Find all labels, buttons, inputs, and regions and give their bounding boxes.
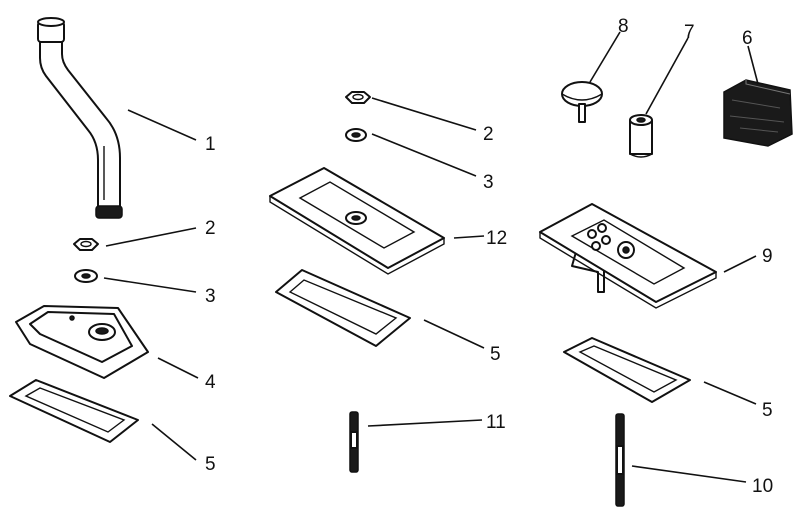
leader-lines xyxy=(103,31,759,483)
part-5-gasket-left xyxy=(9,379,139,443)
part-5-gasket-right xyxy=(563,337,691,403)
callout-2-middle: 2 xyxy=(483,124,494,145)
part-5-gasket-middle xyxy=(275,269,411,347)
part-3-washer-middle xyxy=(345,128,367,142)
callout-5-right: 5 xyxy=(762,400,773,421)
callout-12: 12 xyxy=(486,228,507,249)
part-12-cover-plate xyxy=(269,167,445,275)
callout-11: 11 xyxy=(486,412,506,433)
callout-numbers: 1 2 3 4 5 2 3 12 5 11 8 7 6 9 5 10 xyxy=(205,16,773,497)
part-3-washer-left xyxy=(74,269,98,283)
part-11-stud xyxy=(349,411,359,473)
callout-7: 7 xyxy=(684,22,695,43)
callout-6: 6 xyxy=(742,28,753,49)
callout-9: 9 xyxy=(762,246,773,267)
part-8-valve-cap xyxy=(561,81,603,123)
part-6-filter-sponge xyxy=(723,79,793,147)
part-7-spacer xyxy=(629,114,653,158)
part-1-filler-tube xyxy=(37,17,123,219)
part-10-long-stud xyxy=(615,413,625,507)
callout-5-left: 5 xyxy=(205,454,216,475)
callout-8: 8 xyxy=(618,16,629,37)
callout-10: 10 xyxy=(752,476,773,497)
callout-5-middle: 5 xyxy=(490,344,501,365)
part-2-hex-nut-left xyxy=(73,238,99,251)
callout-2-left: 2 xyxy=(205,218,216,239)
callout-3-left: 3 xyxy=(205,286,216,307)
callout-3-middle: 3 xyxy=(483,172,494,193)
part-9-valve-plate xyxy=(539,203,717,309)
part-2-hex-nut-middle xyxy=(345,91,371,104)
part-4-cover xyxy=(15,305,149,379)
callout-4: 4 xyxy=(205,372,216,393)
callout-1: 1 xyxy=(205,134,216,155)
